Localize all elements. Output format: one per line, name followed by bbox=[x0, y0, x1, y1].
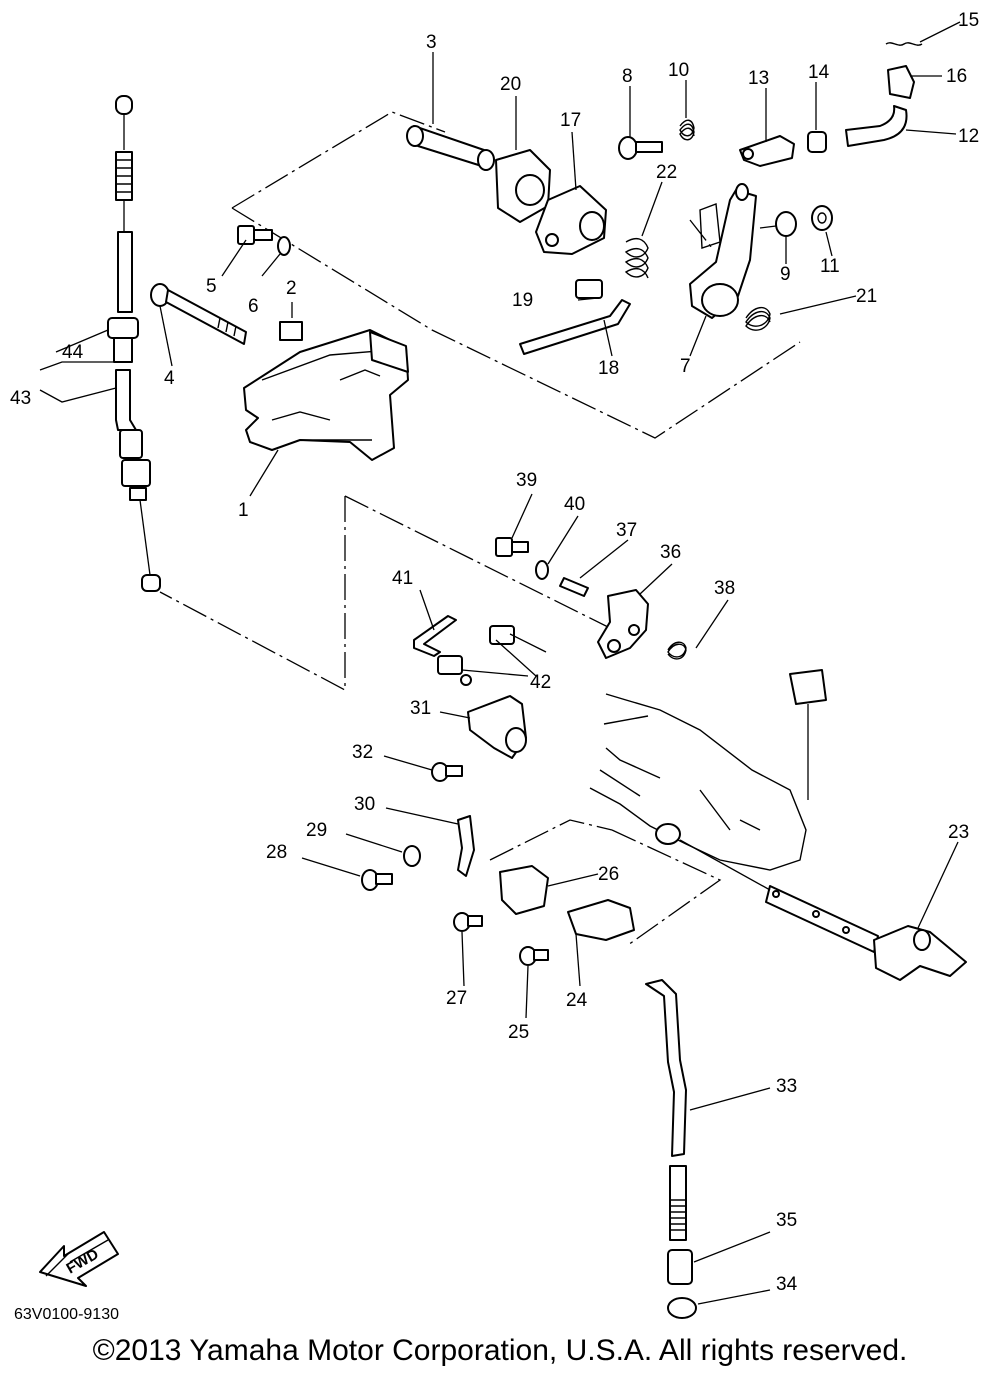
callout-leaders bbox=[39, 21, 961, 1305]
callout-numbers: 1 2 3 4 5 6 7 8 9 10 11 12 13 14 15 16 1… bbox=[10, 10, 979, 1295]
callout-5: 5 bbox=[206, 276, 217, 297]
callout-33: 33 bbox=[776, 1076, 797, 1097]
washer-part-6 bbox=[277, 236, 291, 256]
callout-39: 39 bbox=[516, 470, 537, 491]
callout-10: 10 bbox=[668, 60, 689, 81]
callout-19: 19 bbox=[512, 290, 533, 311]
callout-32: 32 bbox=[352, 742, 373, 763]
callout-31: 31 bbox=[410, 698, 431, 719]
callout-20: 20 bbox=[500, 74, 521, 95]
callout-30: 30 bbox=[354, 794, 375, 815]
middle-linkage bbox=[413, 537, 687, 686]
bolt-part-5 bbox=[237, 225, 273, 245]
callout-16: 16 bbox=[946, 66, 967, 87]
upper-linkage bbox=[406, 42, 923, 355]
catalog-code: 63V0100-9130 bbox=[14, 1306, 119, 1323]
lower-shift-assembly bbox=[361, 669, 967, 1319]
callout-43: 43 bbox=[10, 388, 31, 409]
callout-6: 6 bbox=[248, 296, 259, 317]
callout-22: 22 bbox=[656, 162, 677, 183]
callout-3: 3 bbox=[426, 32, 437, 53]
assembly-outlines bbox=[159, 111, 801, 946]
callout-2: 2 bbox=[286, 278, 297, 299]
callout-44: 44 bbox=[62, 342, 84, 363]
callout-24: 24 bbox=[566, 990, 588, 1011]
callout-38: 38 bbox=[714, 578, 735, 599]
fwd-arrow-icon: FWD bbox=[39, 1231, 119, 1287]
bolt-part-4 bbox=[150, 283, 247, 345]
callout-9: 9 bbox=[780, 264, 791, 285]
callout-37: 37 bbox=[616, 520, 637, 541]
callout-28: 28 bbox=[266, 842, 287, 863]
callout-26: 26 bbox=[598, 864, 619, 885]
callout-35: 35 bbox=[776, 1210, 797, 1231]
callout-4: 4 bbox=[164, 368, 175, 389]
callout-41: 41 bbox=[392, 568, 413, 589]
callout-12: 12 bbox=[958, 126, 979, 147]
callout-15: 15 bbox=[958, 10, 979, 31]
copyright-notice: ©2013 Yamaha Motor Corporation, U.S.A. A… bbox=[92, 1334, 908, 1367]
callout-17: 17 bbox=[560, 110, 581, 131]
callout-29: 29 bbox=[306, 820, 327, 841]
callout-40: 40 bbox=[564, 494, 585, 515]
callout-7: 7 bbox=[680, 356, 691, 377]
callout-1: 1 bbox=[238, 500, 249, 521]
bracket-part-1 bbox=[243, 321, 409, 461]
callout-21: 21 bbox=[856, 286, 877, 307]
callout-11: 11 bbox=[820, 256, 840, 277]
callout-13: 13 bbox=[748, 68, 769, 89]
callout-36: 36 bbox=[660, 542, 681, 563]
callout-34: 34 bbox=[776, 1274, 798, 1295]
control-cable bbox=[107, 95, 161, 592]
callout-18: 18 bbox=[598, 358, 619, 379]
callout-42: 42 bbox=[530, 672, 551, 693]
callout-25: 25 bbox=[508, 1022, 529, 1043]
callout-14: 14 bbox=[808, 62, 830, 83]
callout-27: 27 bbox=[446, 988, 467, 1009]
callout-23: 23 bbox=[948, 822, 969, 843]
callout-8: 8 bbox=[622, 66, 633, 87]
